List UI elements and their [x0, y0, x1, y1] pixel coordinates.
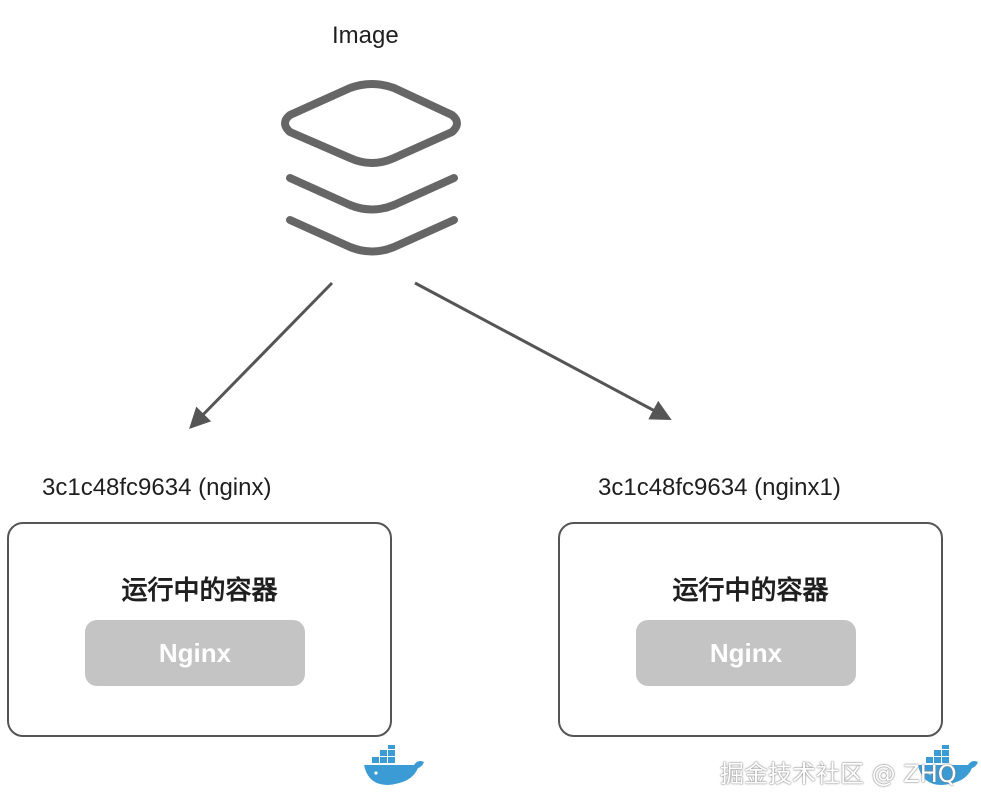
docker-whale-icon: [364, 745, 424, 785]
watermark: 掘金技术社区 @ ZHQ: [720, 760, 957, 788]
docker-whale-icon-2: [918, 745, 978, 785]
nginx-pill-1: Nginx: [85, 620, 305, 686]
image-label: Image: [332, 22, 399, 49]
container-box-1: 运行中的容器 Nginx: [7, 522, 392, 737]
layers-icon: [281, 80, 461, 256]
container-title-2: 运行中的容器: [672, 576, 829, 606]
container-id-label-1: 3c1c48fc9634 (nginx): [42, 474, 272, 501]
container-box-2: 运行中的容器 Nginx: [558, 522, 943, 737]
arrow-left: [189, 281, 334, 430]
container-title-1: 运行中的容器: [121, 576, 278, 606]
nginx-pill-2: Nginx: [636, 620, 856, 686]
arrow-right: [414, 281, 672, 420]
container-id-label-2: 3c1c48fc9634 (nginx1): [598, 474, 841, 501]
